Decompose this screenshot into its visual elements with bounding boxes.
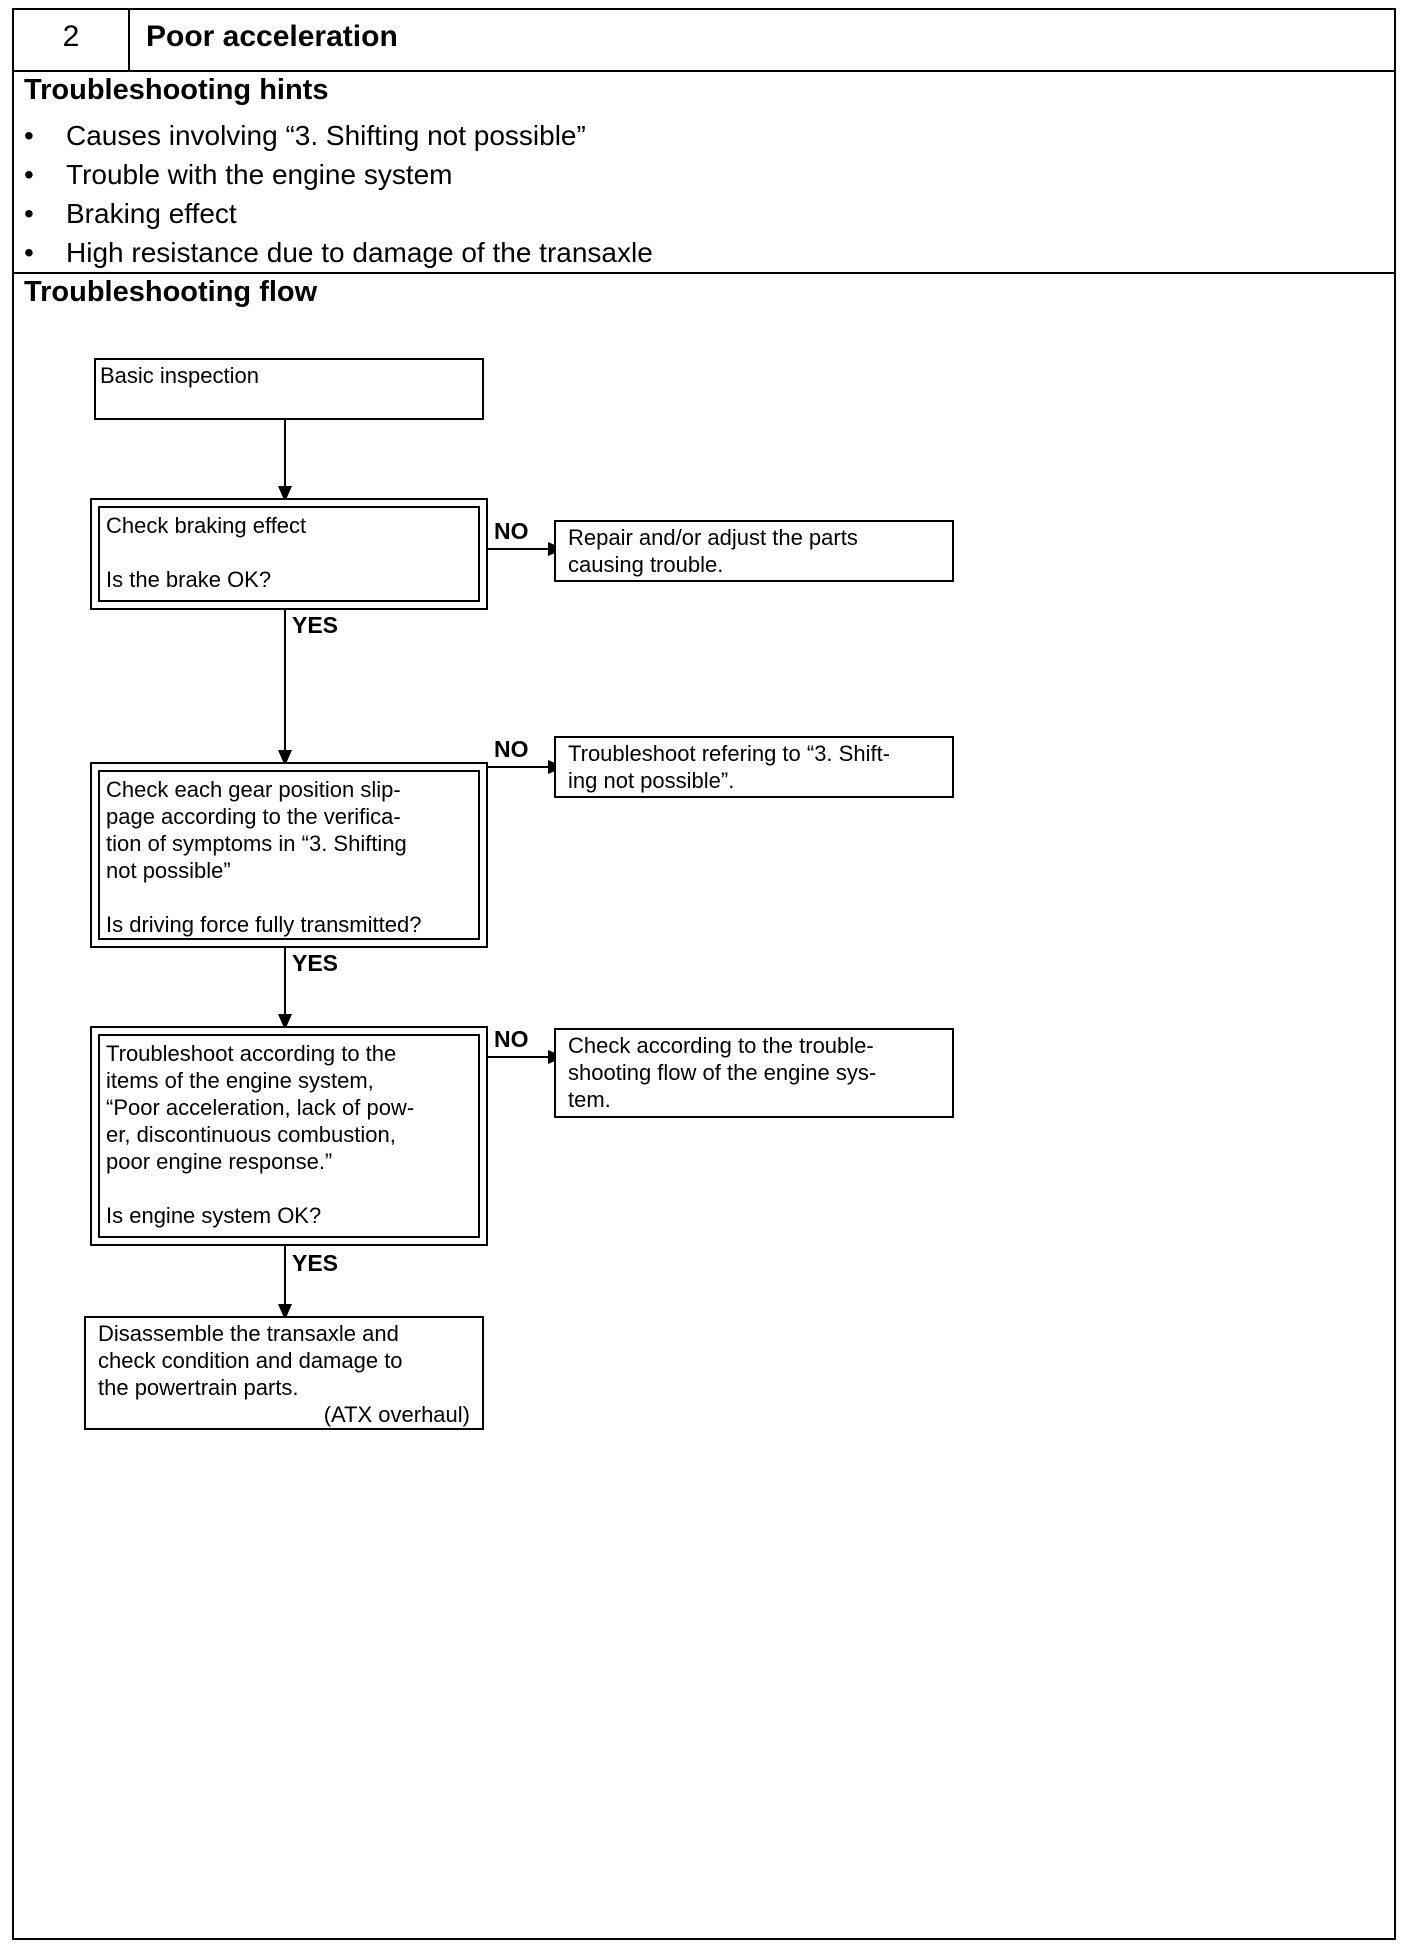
section-number: 2 (14, 10, 130, 70)
connector-line (488, 548, 556, 550)
connector-line (284, 1246, 286, 1312)
arrow-down-icon (278, 1304, 292, 1320)
connector-line (488, 1056, 556, 1058)
engine-system-text: Troubleshoot according to the items of t… (106, 1041, 415, 1228)
connector-line (488, 766, 556, 768)
yes-label: YES (292, 950, 339, 976)
arrow-down-icon (278, 486, 292, 502)
connector-line (284, 420, 286, 494)
no-label: NO (494, 1026, 529, 1052)
section-title: Poor acceleration (146, 20, 398, 53)
check-braking-box: Check braking effect Is the brake OK? (90, 498, 488, 610)
engine-system-box: Troubleshoot according to the items of t… (90, 1026, 488, 1246)
no-label: NO (494, 736, 529, 762)
shifting-not-possible-box: Troubleshoot refering to “3. Shift- ing … (554, 736, 954, 798)
repair-adjust-box: Repair and/or adjust the parts causing t… (554, 520, 954, 582)
engine-flow-text: Check according to the trouble- shooting… (568, 1033, 877, 1112)
basic-inspection-box: Basic inspection (94, 358, 484, 420)
hint-item: •Causes involving “3. Shifting not possi… (24, 120, 586, 151)
connector-line (284, 948, 286, 1022)
hint-item: •Braking effect (24, 198, 237, 229)
hint-item: •High resistance due to damage of the tr… (24, 237, 653, 268)
repair-adjust-text: Repair and/or adjust the parts causing t… (568, 525, 858, 577)
yes-label: YES (292, 1250, 339, 1276)
hint-item: •Trouble with the engine system (24, 159, 453, 190)
basic-inspection-text: Basic inspection (100, 363, 259, 388)
yes-label: YES (292, 612, 339, 638)
disassemble-transaxle-text: Disassemble the transaxle and check cond… (98, 1321, 403, 1400)
engine-flow-box: Check according to the trouble- shooting… (554, 1028, 954, 1118)
page-frame: 2 Poor acceleration Troubleshooting hint… (12, 8, 1396, 1940)
troubleshooting-hints: Troubleshooting hints •Causes involving … (14, 72, 1394, 274)
section-header: 2 Poor acceleration (14, 10, 1394, 72)
troubleshooting-flow: Troubleshooting flow Basic inspection Ch… (14, 274, 1394, 1938)
atx-overhaul-note: (ATX overhaul) (323, 1402, 470, 1427)
flow-title: Troubleshooting flow (24, 276, 318, 308)
hints-title: Troubleshooting hints (24, 74, 329, 106)
gear-slippage-box: Check each gear position slip- page acco… (90, 762, 488, 948)
shifting-not-possible-text: Troubleshoot refering to “3. Shift- ing … (568, 741, 891, 793)
gear-slippage-text: Check each gear position slip- page acco… (106, 777, 422, 937)
arrow-down-icon (278, 1014, 292, 1030)
check-braking-text: Check braking effect Is the brake OK? (106, 513, 307, 592)
no-label: NO (494, 518, 529, 544)
connector-line (284, 610, 286, 758)
disassemble-transaxle-box: Disassemble the transaxle and check cond… (84, 1316, 484, 1430)
arrow-down-icon (278, 750, 292, 766)
